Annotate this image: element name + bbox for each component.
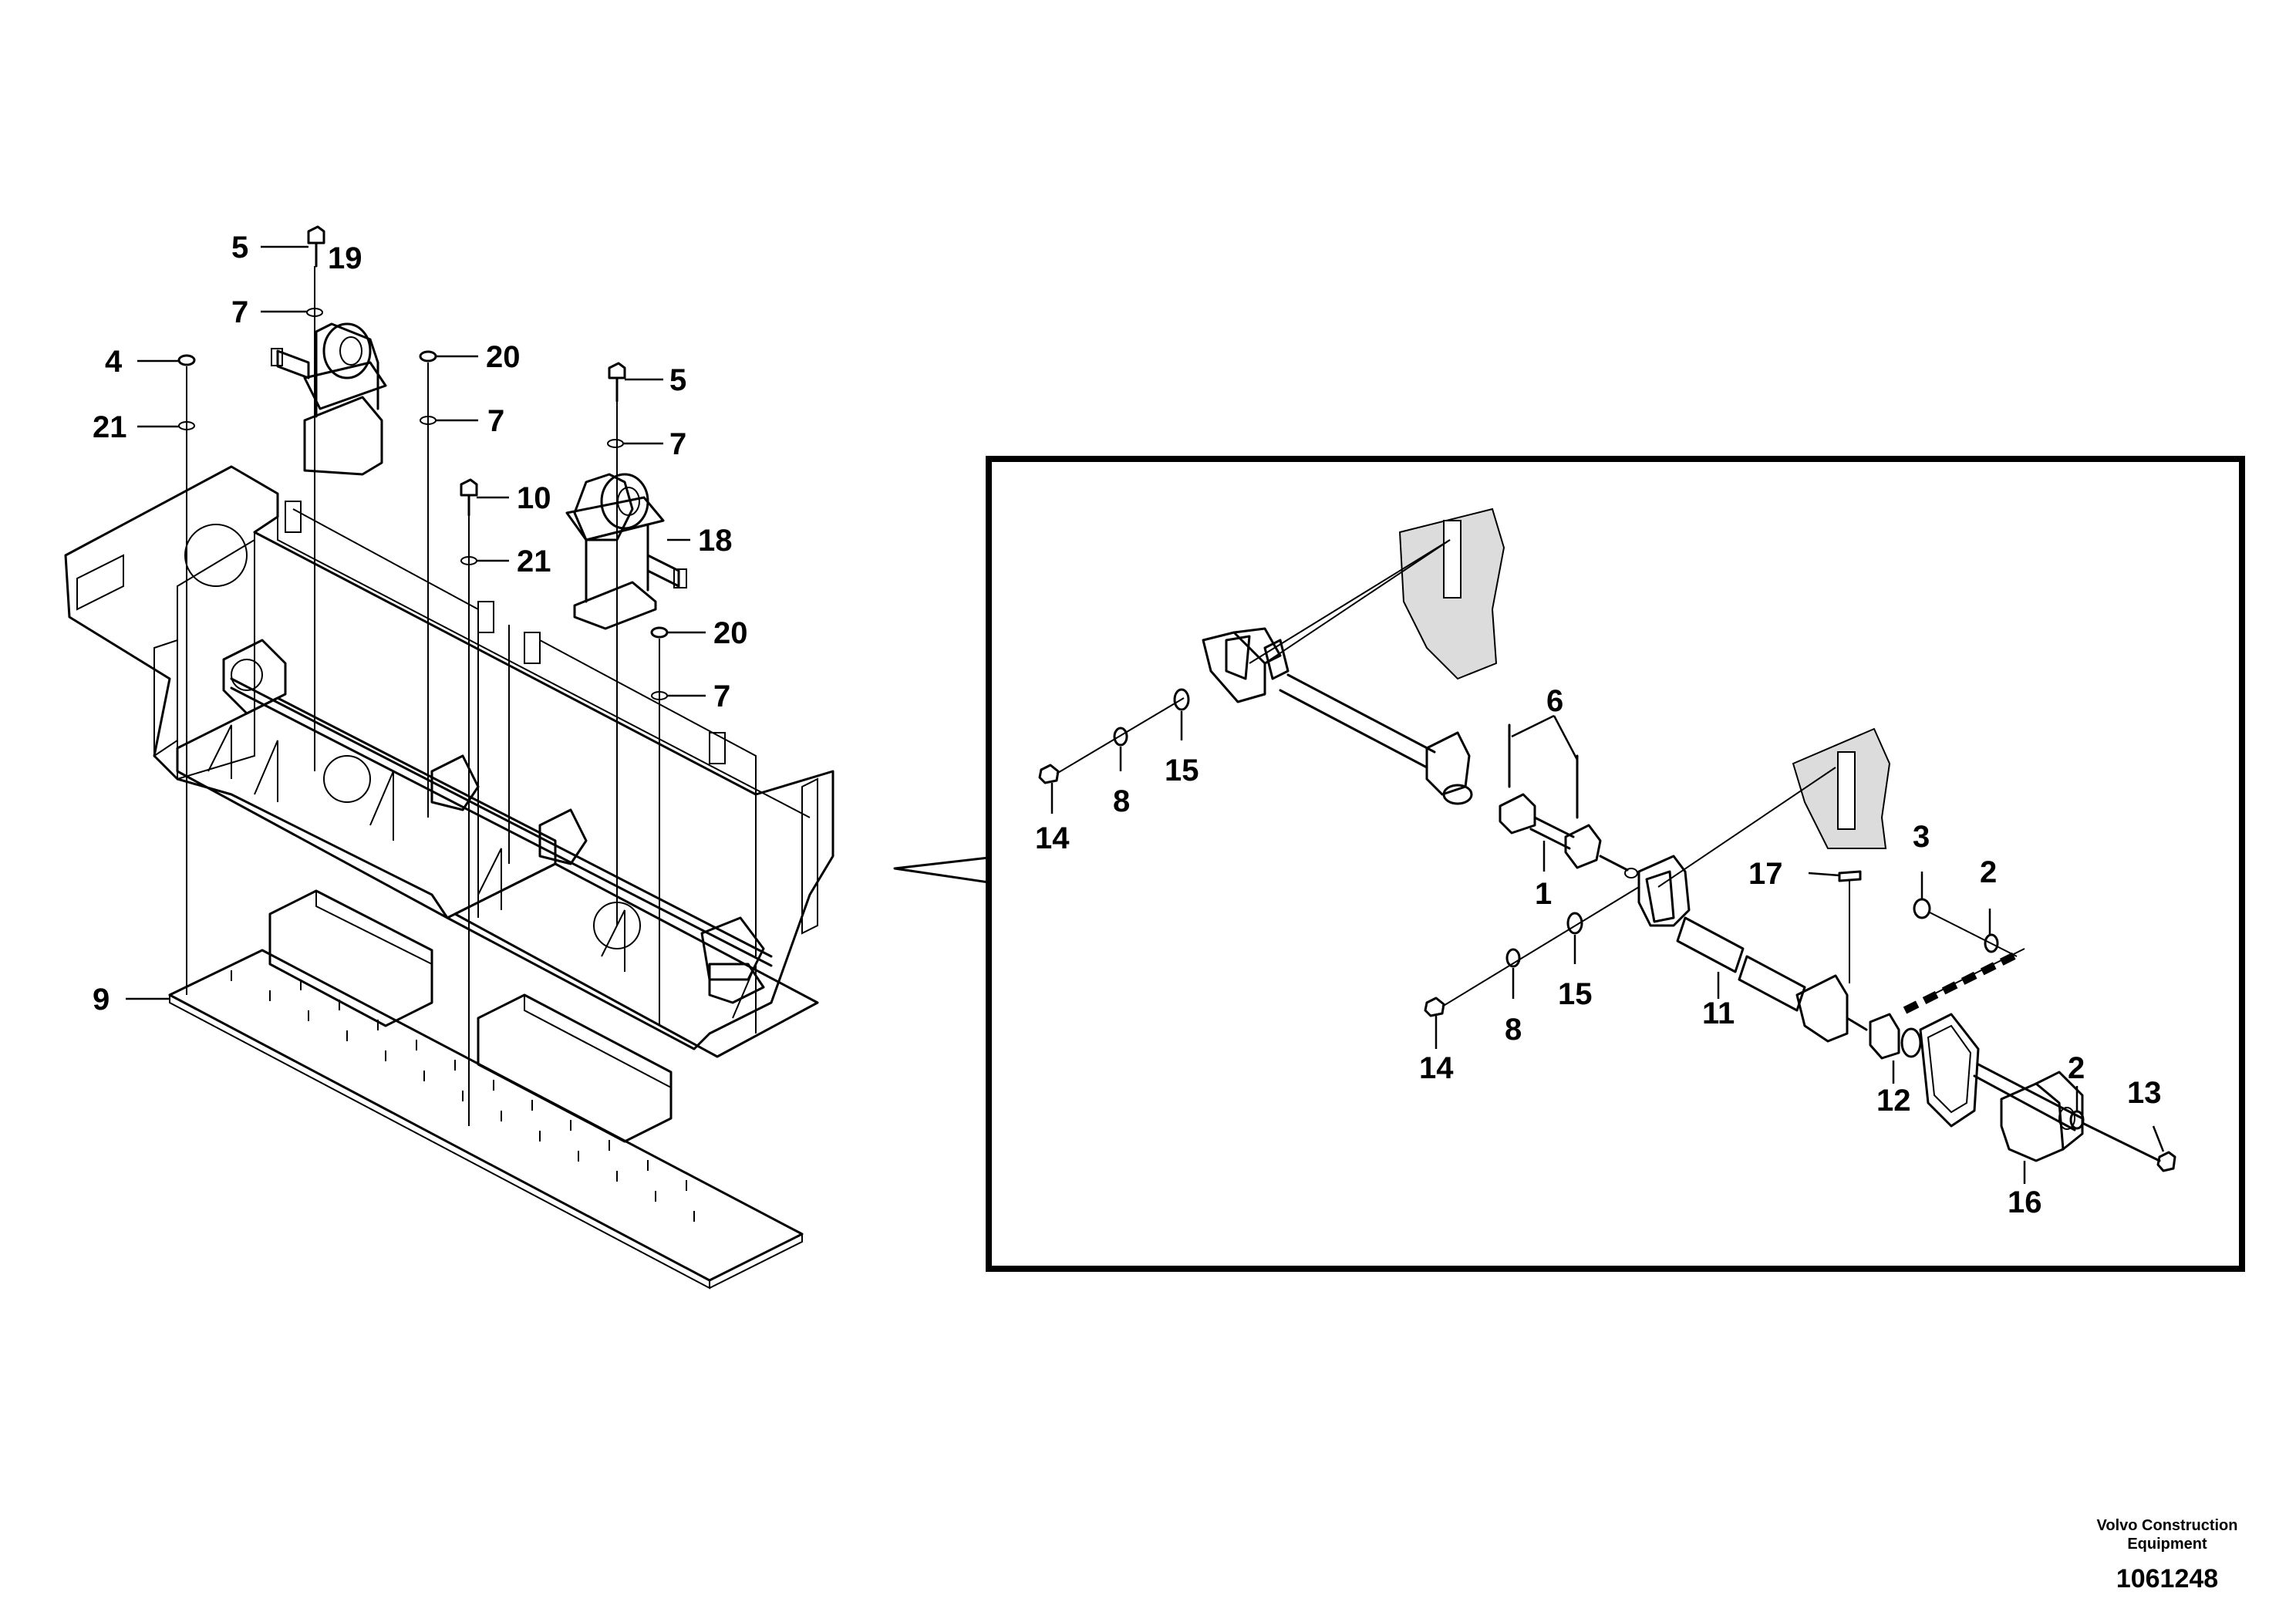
callout-15-lower: 15: [1558, 977, 1593, 1011]
callout-7-right-top: 7: [669, 427, 686, 461]
callout-2-upper: 2: [1980, 855, 1997, 889]
detail-view: 6 15 8 14 1 17 3 2 15 11 8 14 12 2 13 16: [893, 456, 2245, 1272]
callout-4: 4: [105, 345, 123, 379]
main-frame: [64, 465, 834, 1050]
callout-8-upper: 8: [1113, 784, 1130, 818]
callout-5-right: 5: [669, 363, 686, 397]
callout-7-top: 7: [231, 295, 248, 329]
drawing-credit: Volvo Construction Equipment 1061248: [2097, 1517, 2238, 1593]
callout-16: 16: [2008, 1185, 2042, 1219]
callout-14-lower: 14: [1419, 1051, 1454, 1085]
callout-8-lower: 8: [1505, 1013, 1522, 1047]
callout-19: 19: [328, 241, 362, 275]
callout-2-lower: 2: [2068, 1051, 2085, 1085]
detail-hardware: [1038, 688, 2176, 1172]
drawing-number: 1061248: [2116, 1564, 2218, 1593]
main-assembly: [64, 465, 834, 1290]
callout-20-right: 20: [713, 616, 748, 650]
callout-7-mid: 7: [487, 404, 504, 438]
hardware-bolts: [177, 225, 669, 1126]
plate-studs: [231, 970, 695, 1222]
callout-leaders-detail: [1050, 711, 2165, 1184]
callout-15-upper: 15: [1165, 754, 1199, 787]
gearbox-18: [565, 473, 687, 630]
callout-17: 17: [1748, 857, 1783, 891]
callout-20-top: 20: [486, 340, 521, 374]
callout-leaders-main: [126, 245, 706, 1000]
callout-11: 11: [1702, 996, 1735, 1030]
company-name-line2: Equipment: [2127, 1536, 2207, 1553]
callout-7-right-bottom: 7: [713, 679, 730, 713]
callout-3: 3: [1913, 820, 1930, 854]
callout-21-mid: 21: [517, 545, 551, 578]
callout-13: 13: [2127, 1076, 2162, 1110]
detail-pointer: [893, 856, 990, 884]
callout-18: 18: [698, 524, 733, 558]
callout-1: 1: [1535, 877, 1552, 911]
callout-labels-detail: 6 15 8 14 1 17 3 2 15 11 8 14 12 2 13 16: [1035, 684, 2162, 1219]
callout-14-upper: 14: [1035, 821, 1070, 855]
callout-21-left: 21: [93, 410, 127, 444]
bottom-plate: [168, 949, 804, 1282]
callout-5-top: 5: [231, 231, 248, 265]
callout-labels-main: 5 19 7 4 20 21 7 5 7 10 21 18 20 7 9: [93, 231, 748, 1017]
callout-10: 10: [517, 481, 551, 515]
company-name-line1: Volvo Construction: [2097, 1517, 2238, 1534]
gearbox-19: [271, 322, 387, 476]
callout-6: 6: [1546, 684, 1563, 718]
callout-12: 12: [1876, 1084, 1911, 1118]
callout-9: 9: [93, 983, 110, 1017]
